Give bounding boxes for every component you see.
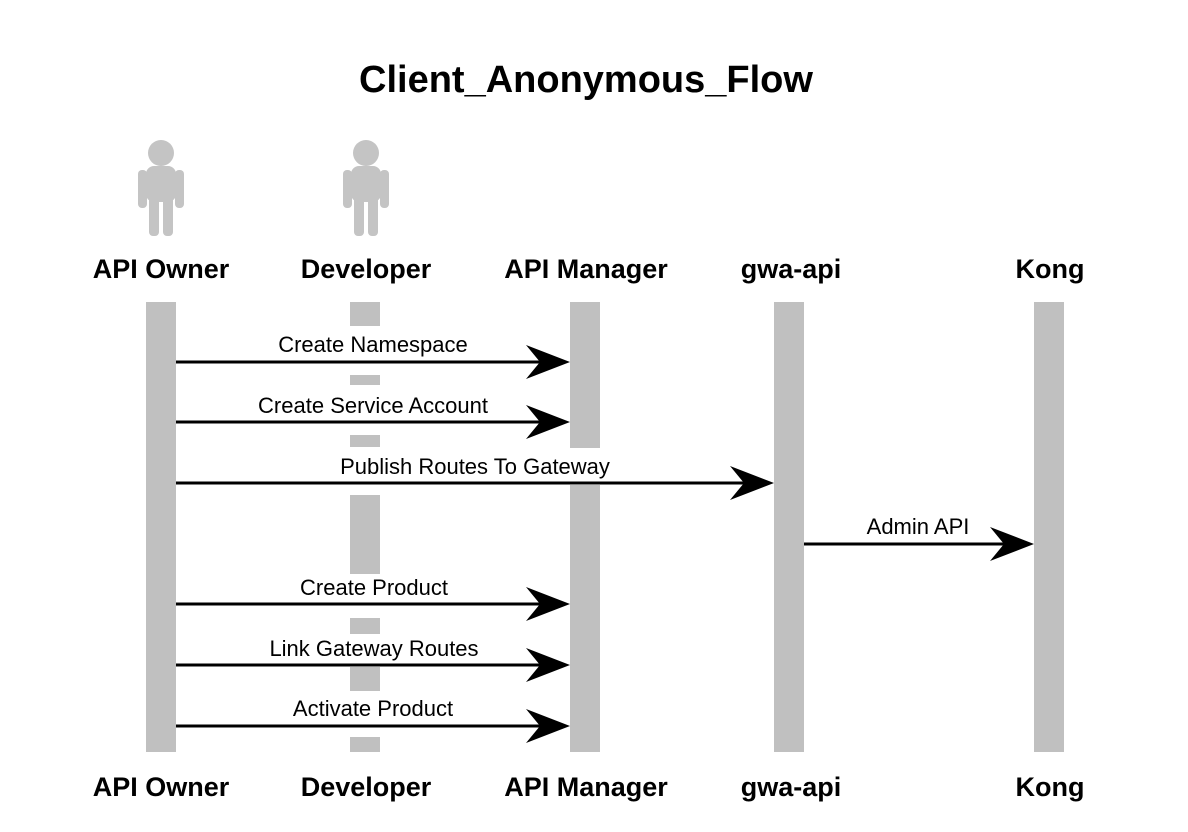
message-label-admin-api: Admin API <box>867 514 970 539</box>
message-label-activate-product: Activate Product <box>293 696 453 721</box>
participant-top-api-manager: API Manager <box>504 254 668 284</box>
lifeline-api-owner <box>146 302 176 752</box>
participant-bottom-kong: Kong <box>1016 772 1085 802</box>
message-admin-api: Admin API <box>804 513 1034 561</box>
lifeline-api-manager <box>570 302 600 752</box>
message-create-service-account: Create Service Account <box>176 392 570 439</box>
lifeline-gwa-api <box>774 302 804 752</box>
participant-top-kong: Kong <box>1016 254 1085 284</box>
actor-icon-api-owner <box>138 140 184 236</box>
lifeline-kong <box>1034 302 1064 752</box>
message-activate-product: Activate Product <box>176 695 570 743</box>
message-label-create-namespace: Create Namespace <box>278 332 468 357</box>
message-create-namespace: Create Namespace <box>176 331 570 379</box>
participant-bottom-gwa-api: gwa-api <box>741 772 842 802</box>
message-label-link-gateway-routes: Link Gateway Routes <box>269 636 478 661</box>
participant-top-gwa-api: gwa-api <box>741 254 842 284</box>
lifeline-developer <box>350 302 380 752</box>
message-label-create-service-account: Create Service Account <box>258 393 488 418</box>
diagram-title: Client_Anonymous_Flow <box>359 59 813 101</box>
participant-bottom-api-owner: API Owner <box>93 772 230 802</box>
message-label-publish-routes-to-gateway: Publish Routes To Gateway <box>340 454 610 479</box>
actor-icon-developer <box>343 140 389 236</box>
message-link-gateway-routes: Link Gateway Routes <box>176 634 570 682</box>
participant-top-developer: Developer <box>301 254 432 284</box>
participant-top-api-owner: API Owner <box>93 254 230 284</box>
message-publish-routes-to-gateway: Publish Routes To Gateway <box>176 452 774 500</box>
participant-bottom-api-manager: API Manager <box>504 772 668 802</box>
message-create-product: Create Product <box>176 574 570 621</box>
participant-bottom-developer: Developer <box>301 772 432 802</box>
message-label-create-product: Create Product <box>300 575 448 600</box>
